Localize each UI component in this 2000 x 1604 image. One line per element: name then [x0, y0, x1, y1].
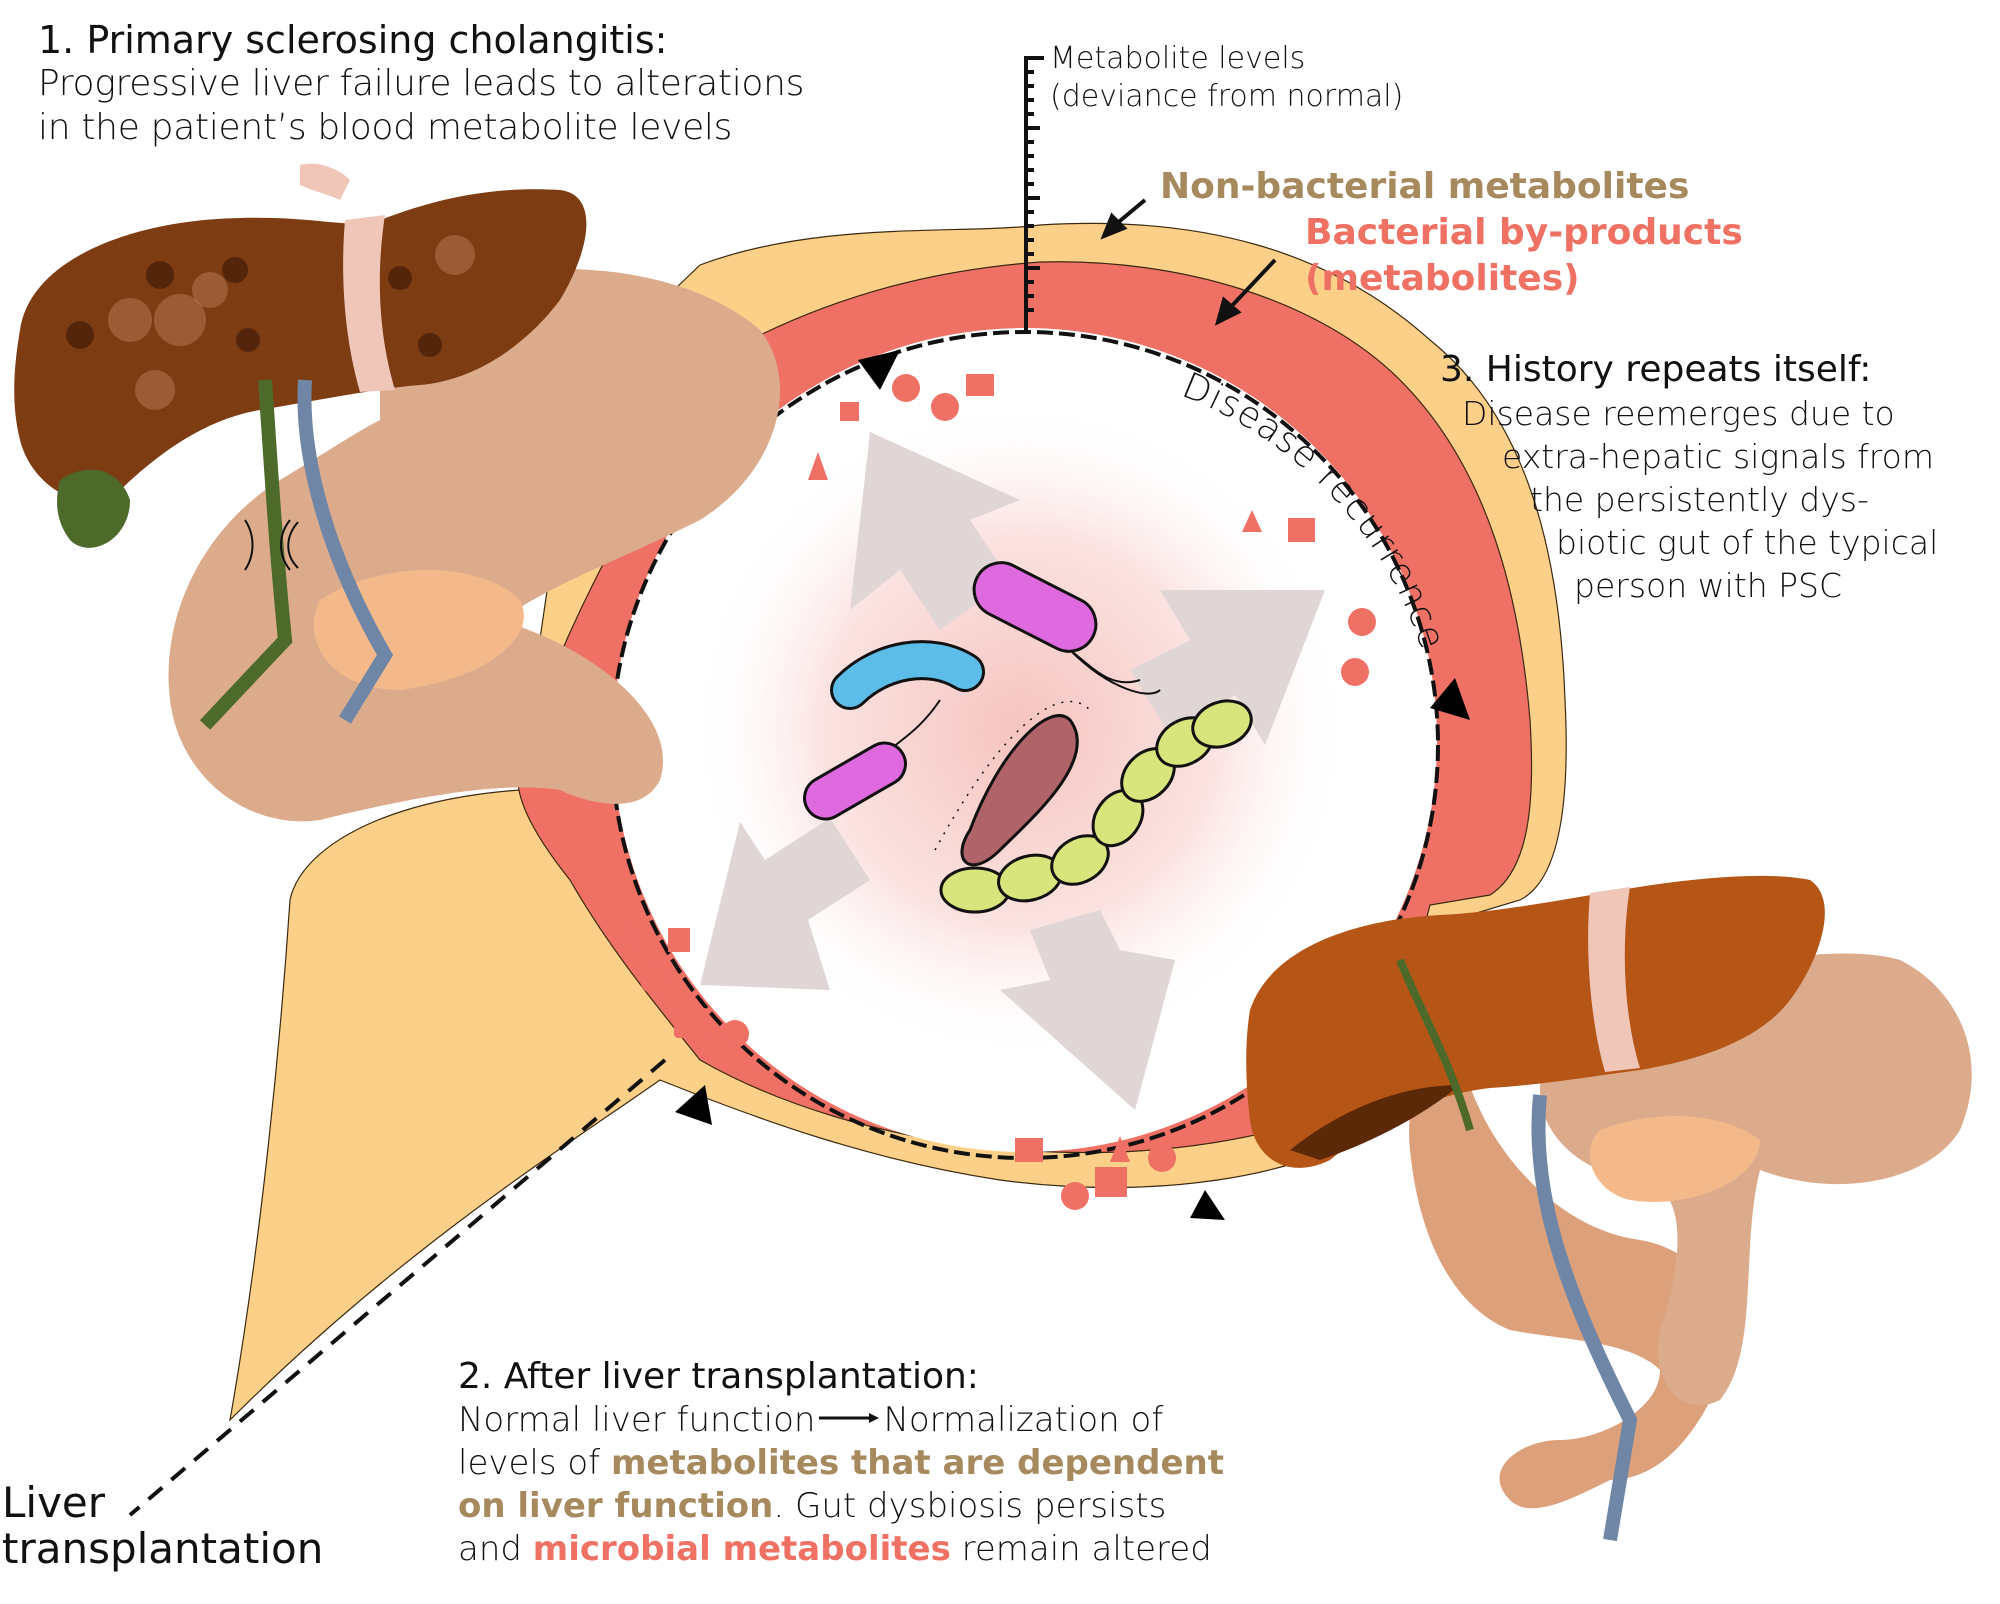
section-2-line-2: levels of metabolites that are dependent — [458, 1442, 1224, 1485]
gut-dysbiosis-text: . Gut dysbiosis persists — [773, 1486, 1167, 1526]
section-2-after-transplant: 2. After liver transplantation: Normal l… — [458, 1355, 1224, 1571]
bacteria-cluster — [803, 561, 1253, 914]
transplant-dashed-line — [128, 1058, 667, 1517]
liver-transplantation-label: Liver transplantation — [2, 1480, 323, 1572]
section-2-line-4: and microbial metabolites remain altered — [458, 1528, 1224, 1571]
arrow-up-right — [1130, 590, 1325, 745]
liver-dependent-metabolites-highlight: metabolites that are dependent — [610, 1443, 1224, 1483]
cycle-arrowhead-bottom-right — [1190, 1190, 1225, 1220]
left-gut — [168, 268, 780, 822]
axis-label-line-1: Metabolite levels — [1050, 41, 1306, 76]
microbial-metabolites-highlight: microbial metabolites — [532, 1529, 951, 1569]
stricture-marks — [244, 519, 299, 571]
diseased-liver-ligament — [343, 215, 395, 392]
normalization-text: Normalization of — [883, 1400, 1164, 1440]
healthy-liver-ligament — [1588, 887, 1640, 1072]
cycle-arrowhead-right — [1430, 678, 1470, 720]
section-1-line-1: Progressive liver failure leads to alter… — [38, 63, 805, 104]
purple-bacterium-top — [972, 561, 1161, 695]
liver-lesions — [66, 235, 475, 410]
diseased-bile-duct — [199, 379, 293, 730]
liver-transplantation-line-2: transplantation — [2, 1524, 324, 1573]
section-1-psc: 1. Primary sclerosing cholangitis: Progr… — [38, 18, 804, 150]
metabolite-axis-label: Metabolite levels (deviance from normal) — [1050, 40, 1403, 116]
section-2-line-1: Normal liver function Normalization of — [458, 1399, 1224, 1442]
diseased-portal-vein — [297, 379, 394, 724]
normal-liver-function-text: Normal liver function — [458, 1400, 816, 1440]
cycle-arrowhead-left — [675, 1085, 712, 1125]
section-3-history-repeats: 3. History repeats itself: Disease reeme… — [1440, 348, 1938, 607]
section-1-heading: 1. Primary sclerosing cholangitis: — [38, 18, 668, 62]
legend-bacterial-by-products: Bacterial by-products (metabolites) — [1305, 210, 1743, 302]
arrow-down-right — [1000, 910, 1175, 1110]
section-3-line-4: biotic gut of the typical — [1556, 523, 1939, 562]
section-3-line-3: the persistently dys- — [1530, 480, 1869, 519]
liver-function-highlight: on liver function — [458, 1486, 774, 1526]
diseased-anatomy — [14, 163, 780, 822]
liver-transplantation-line-1: Liver — [2, 1478, 106, 1527]
legend-bacterial-line-1: Bacterial by-products — [1305, 212, 1743, 253]
section-1-line-2: in the patient’s blood metabolite levels — [38, 107, 733, 148]
remain-altered-text: remain altered — [950, 1529, 1212, 1569]
healthy-liver — [1246, 875, 1825, 1168]
cycle-arrowhead-top — [858, 350, 900, 390]
chain-bacterium — [939, 699, 1253, 914]
section-3-heading: 3. History repeats itself: — [1440, 349, 1872, 390]
section-2-line-3: on liver function. Gut dysbiosis persist… — [458, 1485, 1224, 1528]
transplanted-anatomy — [1246, 875, 1972, 1542]
healthy-bile-duct — [1396, 958, 1474, 1132]
levels-of-text: levels of — [458, 1443, 611, 1483]
axis-label-line-2: (deviance from normal) — [1050, 79, 1404, 114]
metabolite-symbols — [620, 374, 1376, 1210]
arrow-down-left — [700, 818, 870, 990]
right-arrow-icon — [819, 1413, 880, 1423]
section-2-heading: 2. After liver transplantation: — [458, 1356, 979, 1397]
legend-non-bacterial-metabolites: Non-bacterial metabolites — [1160, 166, 1690, 207]
legend-arrows — [1100, 198, 1277, 326]
section-3-line-2: extra-hepatic signals from — [1502, 437, 1934, 476]
microbiome-glow — [690, 400, 1350, 1060]
section-3-line-5: person with PSC — [1574, 566, 1842, 605]
metabolite-axis — [1024, 56, 1044, 334]
gallbladder — [57, 469, 130, 548]
purple-bacterium-small — [803, 741, 907, 821]
rod-bacterium-fimbriated — [934, 700, 1091, 867]
section-3-line-1: Disease reemerges due to — [1462, 394, 1895, 433]
and-text: and — [458, 1529, 533, 1569]
legend-bacterial-line-2: (metabolites) — [1305, 258, 1580, 299]
healthy-portal-vein — [1531, 1094, 1638, 1542]
